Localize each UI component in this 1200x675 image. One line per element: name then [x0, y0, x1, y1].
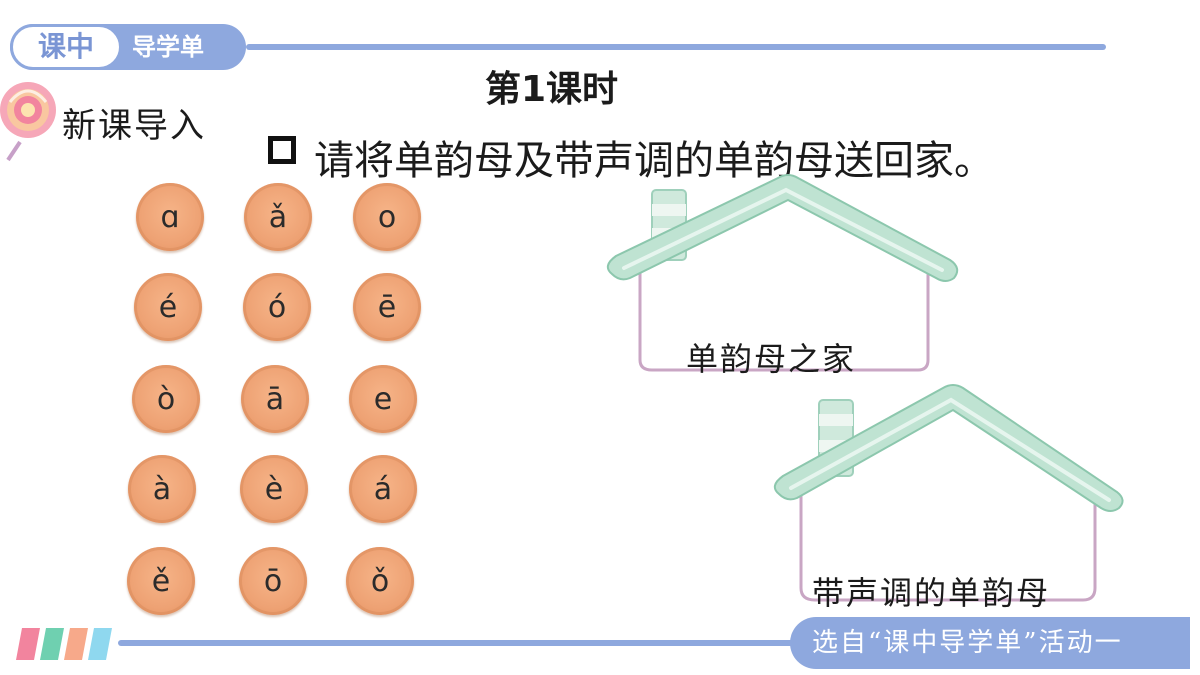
header-divider — [246, 44, 1106, 50]
source-badge: 选自“课中导学单”活动一 — [790, 617, 1190, 669]
checkbox-icon — [268, 136, 296, 164]
pinyin-tile[interactable]: ě — [127, 547, 195, 615]
pinyin-tile[interactable]: ò — [132, 365, 200, 433]
lesson-title: 第1课时 — [485, 69, 619, 110]
section-title: 新课导入 — [62, 106, 206, 146]
house-toned-finals[interactable] — [765, 378, 1135, 608]
pinyin-tile[interactable]: ā — [241, 365, 309, 433]
pinyin-tile[interactable]: ɑ — [136, 183, 204, 251]
pinyin-tile[interactable]: ó — [243, 273, 311, 341]
footer-divider — [118, 640, 798, 646]
pinyin-tile[interactable]: à — [128, 455, 196, 523]
pinyin-tile[interactable]: o — [353, 183, 421, 251]
house-label-toned-finals: 带声调的单韵母 — [812, 574, 1051, 612]
pinyin-tile[interactable]: ǒ — [346, 547, 414, 615]
header-badge-left: 课中 — [10, 24, 122, 70]
instruction-text: 请将单韵母及带声调的单韵母送回家。 — [314, 138, 994, 184]
house-simple-finals[interactable] — [600, 170, 970, 380]
house-label-simple-finals: 单韵母之家 — [686, 340, 857, 378]
pinyin-tile[interactable]: á — [349, 455, 417, 523]
lollipop-icon — [0, 82, 56, 162]
header-badge: 课中 导学单 — [10, 24, 246, 70]
pinyin-tile[interactable]: ǎ — [244, 183, 312, 251]
pinyin-tile[interactable]: ō — [239, 547, 307, 615]
pinyin-tile[interactable]: e — [349, 365, 417, 433]
decorative-stripes-icon — [16, 628, 112, 660]
pinyin-tile[interactable]: è — [240, 455, 308, 523]
pinyin-tile[interactable]: ē — [353, 273, 421, 341]
pinyin-tile[interactable]: é — [134, 273, 202, 341]
header-badge-right: 导学单 — [132, 33, 204, 61]
